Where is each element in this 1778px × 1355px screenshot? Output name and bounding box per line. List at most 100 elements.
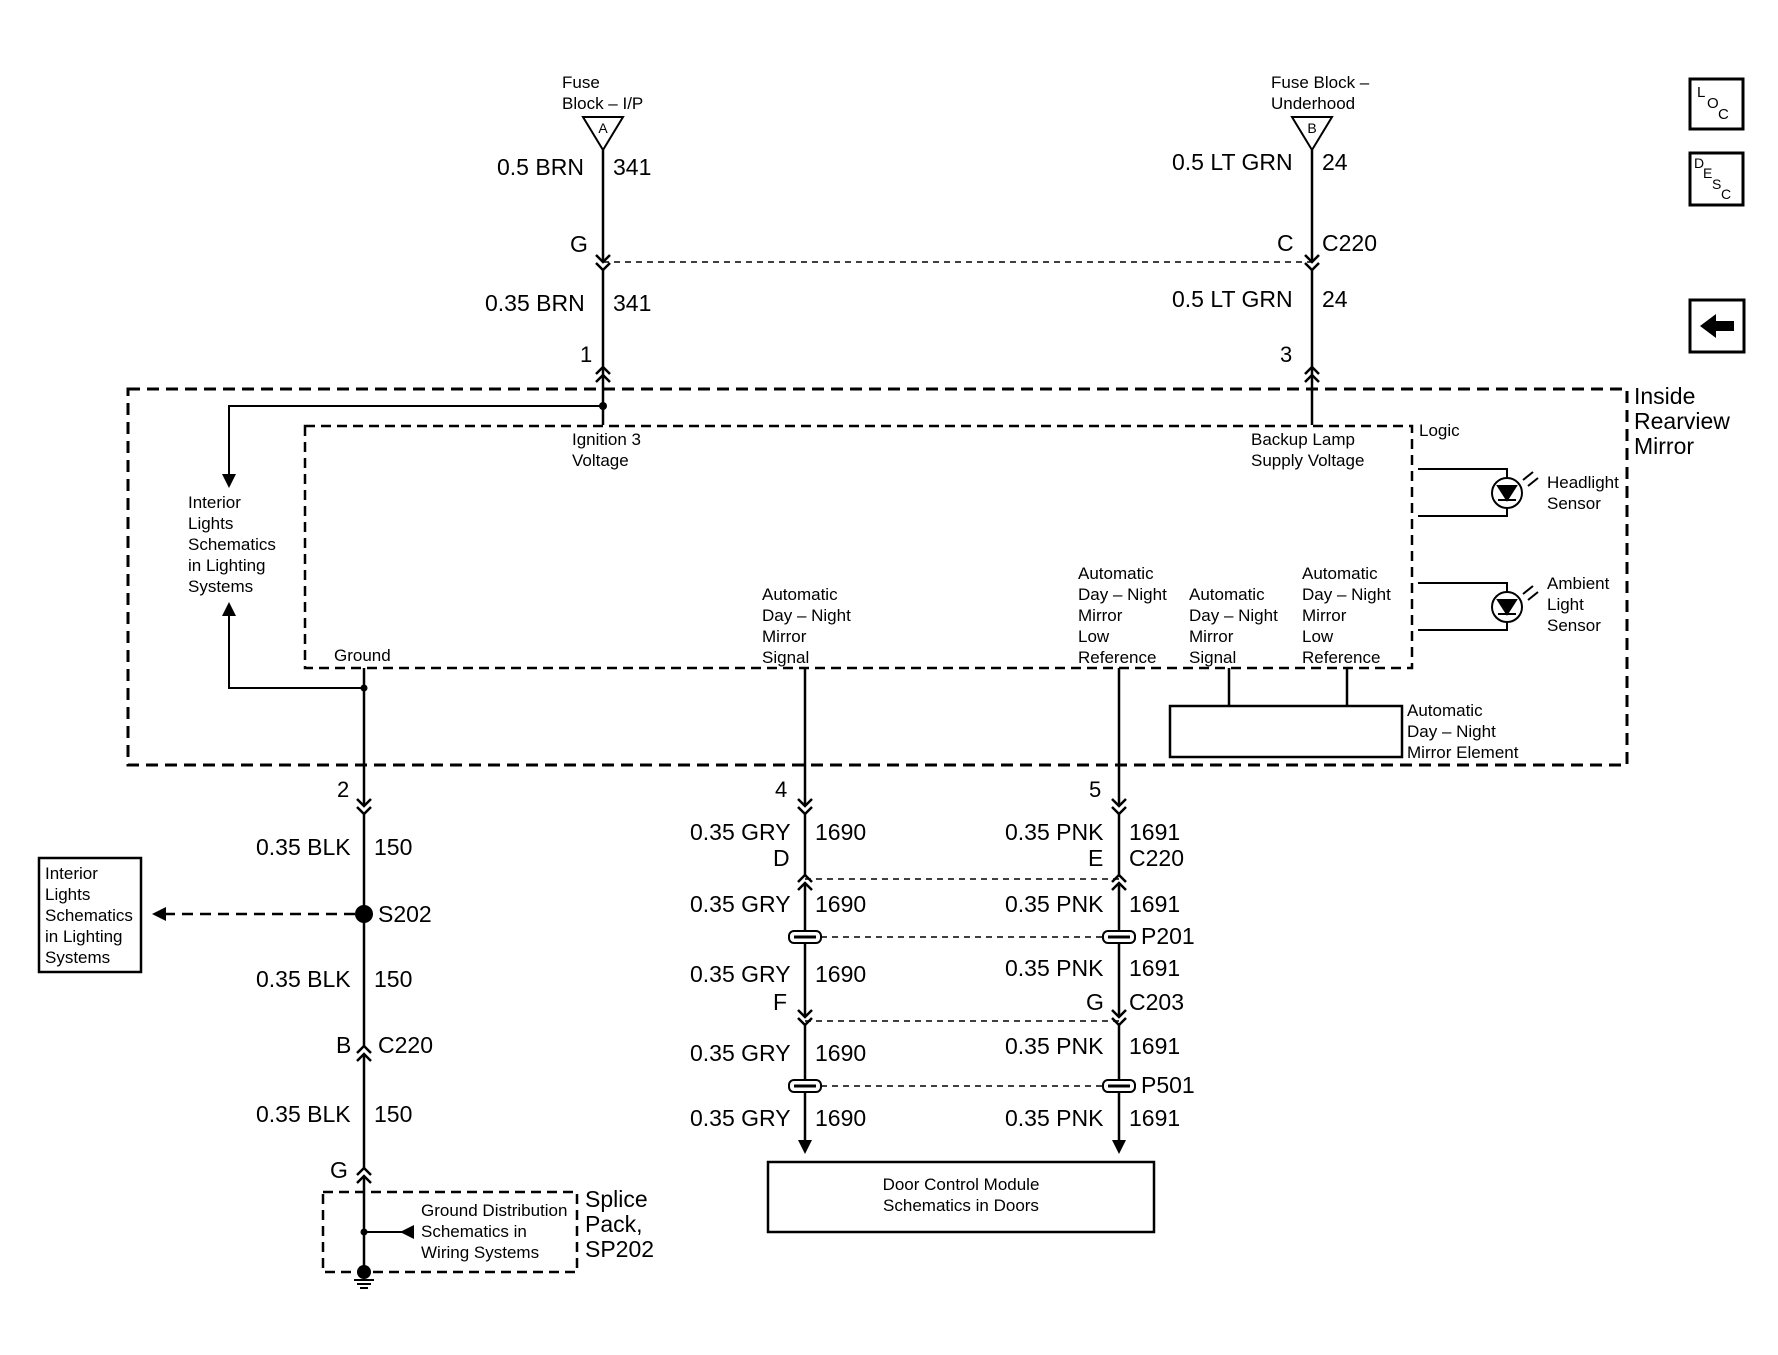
wire-1690-circuit-5: 1690 [815, 1105, 866, 1131]
ambient-light-sensor [1418, 582, 1539, 631]
backup-label-2: Supply Voltage [1251, 451, 1364, 470]
door-module-2: Schematics in Doors [883, 1196, 1039, 1215]
signal2-label-3: Mirror [1189, 627, 1234, 646]
interior-top-4: in Lighting [188, 556, 266, 575]
lowref-label-5: Reference [1078, 648, 1156, 667]
wire-150-color-2: 0.35 BLK [256, 966, 351, 992]
inside-rearview-mirror-boundary [126, 387, 1629, 767]
wire-150-circuit-1: 150 [374, 834, 412, 860]
mirror-pin-1: 1 [580, 342, 592, 367]
wire-1691-circuit-5: 1691 [1129, 1105, 1180, 1131]
interior-top-2: Lights [188, 514, 233, 533]
interior-box-3: Schematics [45, 906, 133, 925]
connector-cross-links [805, 878, 1119, 1087]
ignition-label-2: Voltage [572, 451, 629, 470]
c220-top-pin-c: C [1277, 230, 1294, 256]
back-button[interactable] [1688, 298, 1746, 354]
interior-lights-box [37, 856, 143, 974]
p501-pnk-terminal [1102, 1079, 1136, 1093]
ignition-splice-dot [599, 402, 607, 410]
wire-24 [1304, 150, 1320, 425]
wire-1690-circuit-3: 1690 [815, 961, 866, 987]
wire-150-circuit-3: 150 [374, 1101, 412, 1127]
wire-24-color-bottom: 0.5 LT GRN [1172, 286, 1293, 312]
desc-letter-e: E [1703, 165, 1712, 181]
splice-pack-boundary [321, 1190, 579, 1274]
wire-24-circuit-top: 24 [1322, 149, 1348, 175]
wire-1690-color-4: 0.35 GRY [690, 1040, 791, 1066]
wire-1691-color-1: 0.35 PNK [1005, 819, 1104, 845]
wire-24-circuit-bottom: 24 [1322, 286, 1348, 312]
wire-341 [595, 150, 611, 425]
element-label-1: Automatic [1407, 701, 1483, 720]
lowref-label-2: Day – Night [1078, 585, 1167, 604]
c220-top-pin-g: G [570, 231, 588, 257]
interior-box-4: in Lighting [45, 927, 123, 946]
p201-gry-terminal [788, 930, 822, 944]
mirror-title-3: Mirror [1634, 433, 1694, 459]
mirror-title-2: Rearview [1634, 408, 1730, 434]
s202-arrow [152, 907, 166, 921]
signal-label-1: Automatic [762, 585, 838, 604]
logic-boundary [303, 424, 1414, 670]
backup-label-1: Backup Lamp [1251, 430, 1355, 449]
loc-letter-o: O [1707, 95, 1719, 112]
c220b-name: C220 [378, 1032, 433, 1058]
wire-24-color-top: 0.5 LT GRN [1172, 149, 1293, 175]
wire-150-color-1: 0.35 BLK [256, 834, 351, 860]
interior-top-3: Schematics [188, 535, 276, 554]
wire-1690-color-5: 0.35 GRY [690, 1105, 791, 1131]
p501-gry-terminal [788, 1079, 822, 1093]
logic-label: Logic [1419, 421, 1460, 440]
wire-1691-color-4: 0.35 PNK [1005, 1033, 1104, 1059]
wire-1690-circuit-2: 1690 [815, 891, 866, 917]
signal-label-4: Signal [762, 648, 809, 667]
headlight-label-1: Headlight [1547, 473, 1619, 492]
door-control-module-box [766, 1160, 1156, 1234]
mirror-pin-4: 4 [775, 777, 787, 802]
s202-label: S202 [378, 901, 432, 927]
signal2-label-4: Signal [1189, 648, 1236, 667]
interior-top-1: Interior [188, 493, 241, 512]
interior-top-5: Systems [188, 577, 253, 596]
mirror-pin-2: 2 [337, 777, 349, 802]
wire-1690-circuit-4: 1690 [815, 1040, 866, 1066]
lowref2-label-4: Low [1302, 627, 1334, 646]
s202-splice [355, 905, 373, 923]
desc-letter-s: S [1712, 176, 1721, 192]
mirror-pin-3: 3 [1280, 342, 1292, 367]
splice-pack-3: SP202 [585, 1236, 654, 1262]
signal2-label-1: Automatic [1189, 585, 1265, 604]
interior-box-1: Interior [45, 864, 98, 883]
element-label-2: Day – Night [1407, 722, 1496, 741]
desc-button[interactable]: D E S C [1688, 151, 1745, 207]
signal-label-2: Day – Night [762, 606, 851, 625]
signal2-label-2: Day – Night [1189, 606, 1278, 625]
splice-pack-1: Splice [585, 1186, 648, 1212]
p201-pnk-terminal [1102, 930, 1136, 944]
fuse-uh-label-2: Underhood [1271, 94, 1355, 113]
desc-letter-c: C [1721, 186, 1731, 202]
interior-arrow-up [222, 602, 236, 616]
wire-1690-color-1: 0.35 GRY [690, 819, 791, 845]
loc-button[interactable]: L O C [1688, 77, 1745, 131]
element-label-3: Mirror Element [1407, 743, 1519, 762]
wire-1690-color-2: 0.35 GRY [690, 891, 791, 917]
mirror-pin-5: 5 [1089, 777, 1101, 802]
c203-name: C203 [1129, 989, 1184, 1015]
ambient-label-1: Ambient [1547, 574, 1610, 593]
ignition-label-1: Ignition 3 [572, 430, 641, 449]
wire-1691-circuit-1: 1691 [1129, 819, 1180, 845]
wire-341-color-bottom: 0.35 BRN [485, 290, 585, 316]
ambient-label-2: Light [1547, 595, 1584, 614]
wire-1691-color-3: 0.35 PNK [1005, 955, 1104, 981]
headlight-sensor [1418, 468, 1539, 517]
c220-pin-d: D [773, 845, 790, 871]
c220b-pin-b: B [336, 1032, 351, 1058]
c220-mid-name: C220 [1129, 845, 1184, 871]
wire-1690-circuit-1: 1690 [815, 819, 866, 845]
wire-1691-circuit-3: 1691 [1129, 955, 1180, 981]
ground-splice-dot [360, 684, 368, 692]
ground-dist-3: Wiring Systems [421, 1243, 539, 1262]
fuse-ip-label-2: Block – I/P [562, 94, 643, 113]
